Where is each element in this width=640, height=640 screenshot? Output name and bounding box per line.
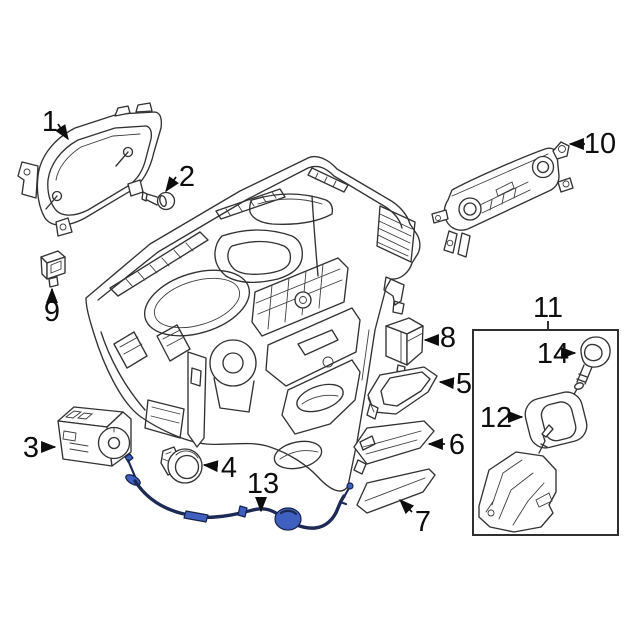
callout-label-1: 1 [42,106,58,138]
callout-12: 12 [480,402,524,434]
callout-14: 14 [537,338,577,370]
dash-trim-strip [356,468,436,514]
kick-strip [187,351,207,448]
cluster-visor [214,229,303,284]
climate-control-unit [431,141,574,258]
left-face-vents [113,324,191,369]
control-module [385,317,424,374]
callout-6: 6 [427,429,465,461]
left-knee-panel [100,331,185,439]
callout-11: 11 [533,292,563,329]
steering-column [209,339,257,413]
shift-control-cable [124,453,354,531]
callout-13: 13 [247,468,279,513]
shifter-assembly [478,424,557,533]
instrument-cluster [17,102,163,237]
callout-label-5: 5 [456,368,472,400]
callout-label-3: 3 [23,432,39,464]
lower-display-unit [353,420,435,475]
callout-label-6: 6 [449,429,465,461]
callout-label-2: 2 [179,161,195,193]
upper-display-unit [366,366,438,420]
callout-label-13: 13 [247,468,279,500]
grommet [160,446,203,484]
shifter-bezel [524,391,588,449]
shift-knob [568,336,611,402]
callout-9: 9 [44,287,60,328]
console-bin [281,359,361,435]
callout-5: 5 [438,368,472,400]
callout-label-7: 7 [415,506,431,538]
callout-label-8: 8 [440,322,456,354]
callout-2: 2 [165,161,195,193]
callout-label-14: 14 [537,338,569,370]
callout-1: 1 [42,106,69,141]
dashboard-assembly [85,155,421,492]
center-vent-grille [251,257,349,337]
center-stack-panel [265,307,361,387]
defroster-vent-band-mid [215,188,286,220]
console-pocket [273,440,323,470]
callout-7: 7 [399,499,431,538]
defroster-vent-band-right [307,167,349,193]
callout-label-12: 12 [480,402,512,434]
callout-3: 3 [23,432,57,464]
callout-4: 4 [202,452,237,484]
retaining-screw [141,191,176,211]
callout-label-10: 10 [584,128,616,160]
callout-label-4: 4 [221,452,237,484]
cluster-opening [143,269,251,337]
dash-top-tray [249,193,334,225]
right-air-vent [376,205,416,315]
callout-label-11: 11 [533,292,563,324]
callout-10: 10 [568,128,616,160]
dash-switch-button [40,250,66,288]
defroster-vent-band-left [109,231,209,297]
callout-8: 8 [423,322,456,354]
callout-label-9: 9 [44,296,60,328]
headlamp-switch [57,406,132,467]
shifter-group-box [472,329,619,536]
